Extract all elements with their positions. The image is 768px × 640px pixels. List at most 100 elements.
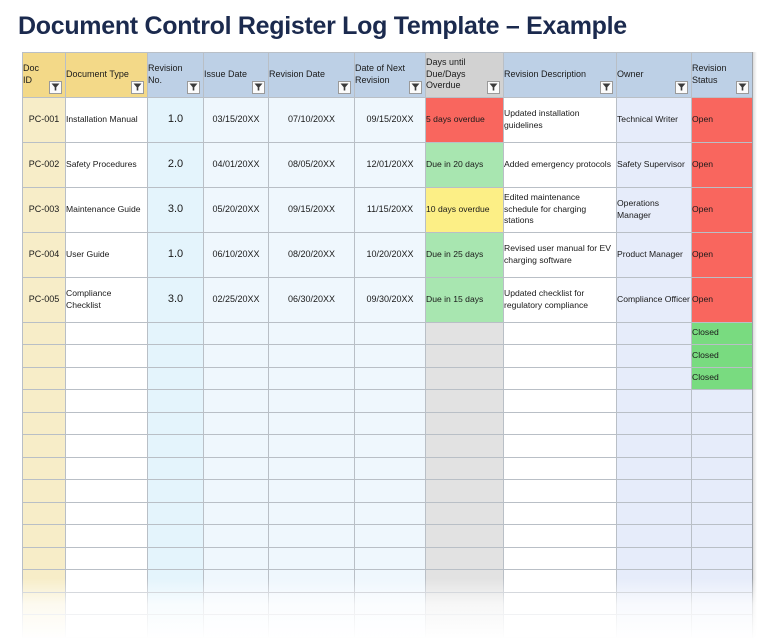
cell-doc_id[interactable] bbox=[22, 501, 66, 525]
cell-revision_date[interactable]: 06/30/20XX bbox=[268, 276, 355, 323]
cell-doc_id[interactable] bbox=[22, 366, 66, 390]
cell-revision_no[interactable]: 3.0 bbox=[147, 276, 204, 323]
cell-next_revision[interactable] bbox=[354, 456, 426, 480]
cell-owner[interactable]: Product Manager bbox=[616, 231, 692, 278]
cell-description[interactable] bbox=[503, 479, 617, 503]
cell-revision_no[interactable] bbox=[147, 321, 204, 345]
cell-days_until[interactable]: Due in 25 days bbox=[425, 231, 504, 278]
cell-next_revision[interactable] bbox=[354, 366, 426, 390]
cell-status[interactable]: Open bbox=[691, 276, 753, 323]
cell-description[interactable] bbox=[503, 366, 617, 390]
cell-doc_type[interactable] bbox=[65, 501, 148, 525]
cell-issue_date[interactable]: 02/25/20XX bbox=[203, 276, 269, 323]
cell-revision_date[interactable] bbox=[268, 389, 355, 413]
cell-revision_no[interactable]: 1.0 bbox=[147, 231, 204, 278]
cell-revision_no[interactable] bbox=[147, 479, 204, 503]
cell-issue_date[interactable] bbox=[203, 614, 269, 638]
cell-doc_type[interactable] bbox=[65, 569, 148, 593]
cell-revision_no[interactable] bbox=[147, 546, 204, 570]
cell-revision_no[interactable] bbox=[147, 389, 204, 413]
cell-owner[interactable]: Operations Manager bbox=[616, 186, 692, 233]
cell-days_until[interactable]: Due in 15 days bbox=[425, 276, 504, 323]
cell-status[interactable]: Open bbox=[691, 96, 753, 143]
cell-description[interactable]: Updated checklist for regulatory complia… bbox=[503, 276, 617, 323]
cell-doc_type[interactable] bbox=[65, 614, 148, 638]
cell-days_until[interactable] bbox=[425, 344, 504, 368]
cell-owner[interactable] bbox=[616, 479, 692, 503]
filter-button-status[interactable] bbox=[736, 80, 749, 94]
cell-status[interactable] bbox=[691, 479, 753, 503]
table-row-empty[interactable] bbox=[22, 434, 753, 458]
filter-button-issue_date[interactable] bbox=[252, 80, 265, 94]
cell-revision_date[interactable]: 08/20/20XX bbox=[268, 231, 355, 278]
cell-status[interactable] bbox=[691, 501, 753, 525]
cell-revision_no[interactable] bbox=[147, 434, 204, 458]
cell-issue_date[interactable] bbox=[203, 456, 269, 480]
cell-days_until[interactable] bbox=[425, 591, 504, 615]
cell-days_until[interactable] bbox=[425, 411, 504, 435]
cell-status[interactable]: Closed bbox=[691, 366, 753, 390]
cell-description[interactable] bbox=[503, 321, 617, 345]
filter-button-revision_date[interactable] bbox=[338, 80, 351, 94]
cell-days_until[interactable] bbox=[425, 524, 504, 548]
filter-button-doc_type[interactable] bbox=[131, 80, 144, 94]
table-row-empty[interactable]: Closed bbox=[22, 366, 753, 390]
cell-doc_type[interactable] bbox=[65, 434, 148, 458]
column-header-description[interactable]: Revision Description bbox=[503, 51, 617, 98]
cell-description[interactable] bbox=[503, 411, 617, 435]
filter-button-owner[interactable] bbox=[675, 80, 688, 94]
cell-issue_date[interactable] bbox=[203, 501, 269, 525]
cell-doc_type[interactable] bbox=[65, 546, 148, 570]
cell-owner[interactable] bbox=[616, 569, 692, 593]
cell-status[interactable]: Closed bbox=[691, 344, 753, 368]
cell-revision_date[interactable] bbox=[268, 569, 355, 593]
cell-revision_no[interactable]: 2.0 bbox=[147, 141, 204, 188]
cell-next_revision[interactable] bbox=[354, 614, 426, 638]
cell-description[interactable] bbox=[503, 524, 617, 548]
cell-next_revision[interactable] bbox=[354, 569, 426, 593]
table-row-empty[interactable] bbox=[22, 411, 753, 435]
cell-status[interactable] bbox=[691, 389, 753, 413]
cell-revision_date[interactable] bbox=[268, 479, 355, 503]
cell-owner[interactable]: Compliance Officer bbox=[616, 276, 692, 323]
cell-doc_type[interactable] bbox=[65, 456, 148, 480]
cell-status[interactable]: Closed bbox=[691, 321, 753, 345]
cell-description[interactable] bbox=[503, 591, 617, 615]
cell-owner[interactable] bbox=[616, 501, 692, 525]
cell-revision_no[interactable] bbox=[147, 456, 204, 480]
cell-days_until[interactable] bbox=[425, 434, 504, 458]
cell-days_until[interactable] bbox=[425, 389, 504, 413]
cell-description[interactable] bbox=[503, 501, 617, 525]
cell-description[interactable] bbox=[503, 456, 617, 480]
cell-status[interactable]: Open bbox=[691, 141, 753, 188]
cell-next_revision[interactable]: 10/20/20XX bbox=[354, 231, 426, 278]
table-row-empty[interactable] bbox=[22, 524, 753, 548]
filter-button-description[interactable] bbox=[600, 80, 613, 94]
cell-doc_type[interactable]: Maintenance Guide bbox=[65, 186, 148, 233]
cell-revision_date[interactable] bbox=[268, 344, 355, 368]
cell-next_revision[interactable] bbox=[354, 546, 426, 570]
cell-doc_id[interactable]: PC-002 bbox=[22, 141, 66, 188]
cell-issue_date[interactable]: 04/01/20XX bbox=[203, 141, 269, 188]
column-header-status[interactable]: Revision Status bbox=[691, 51, 753, 98]
cell-next_revision[interactable] bbox=[354, 389, 426, 413]
cell-days_until[interactable]: Due in 20 days bbox=[425, 141, 504, 188]
column-header-doc_type[interactable]: Document Type bbox=[65, 51, 148, 98]
cell-status[interactable]: Open bbox=[691, 231, 753, 278]
cell-days_until[interactable] bbox=[425, 501, 504, 525]
cell-days_until[interactable]: 10 days overdue bbox=[425, 186, 504, 233]
filter-button-doc_id[interactable] bbox=[49, 80, 62, 94]
cell-doc_id[interactable]: PC-001 bbox=[22, 96, 66, 143]
cell-next_revision[interactable]: 12/01/20XX bbox=[354, 141, 426, 188]
cell-status[interactable] bbox=[691, 434, 753, 458]
cell-owner[interactable] bbox=[616, 344, 692, 368]
cell-doc_id[interactable] bbox=[22, 546, 66, 570]
cell-doc_id[interactable]: PC-003 bbox=[22, 186, 66, 233]
cell-issue_date[interactable]: 06/10/20XX bbox=[203, 231, 269, 278]
cell-doc_id[interactable] bbox=[22, 479, 66, 503]
cell-days_until[interactable] bbox=[425, 614, 504, 638]
cell-issue_date[interactable] bbox=[203, 434, 269, 458]
cell-issue_date[interactable] bbox=[203, 591, 269, 615]
cell-revision_date[interactable]: 08/05/20XX bbox=[268, 141, 355, 188]
